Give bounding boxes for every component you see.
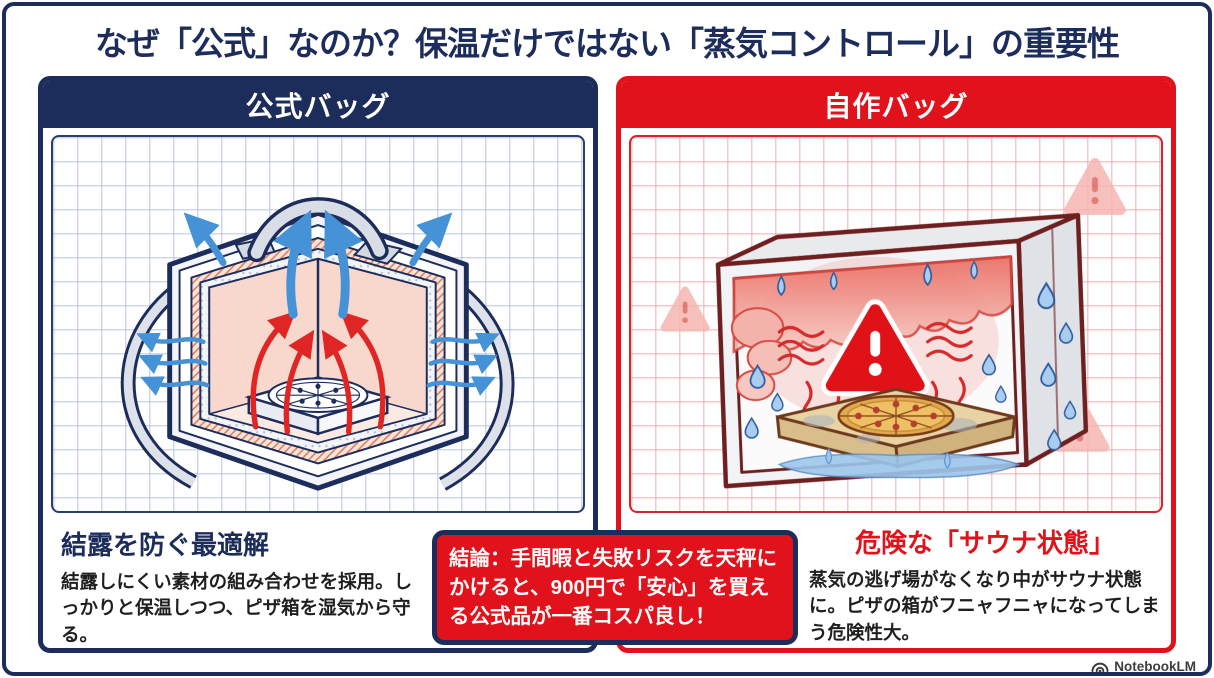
steam-arrow-icon <box>136 209 500 396</box>
official-bag-header-label: 公式バッグ <box>245 90 391 122</box>
official-bag-caption: 結露を防ぐ最適解 結露しにくい素材の組み合わせを採用。しっかりと保温しつつ、ピザ… <box>43 513 593 648</box>
official-bag-header: 公式バッグ <box>43 81 593 128</box>
diy-bag-panel: 自作バッグ <box>616 76 1176 653</box>
diy-bag-sauna-diagram <box>631 137 1161 489</box>
official-bag-cutaway-diagram <box>120 197 515 491</box>
warning-icon <box>820 299 930 397</box>
bag-strap <box>120 276 515 491</box>
pizza <box>267 377 369 413</box>
brand-label: NotebookLM <box>1114 659 1196 674</box>
notebooklm-attribution: NotebookLM <box>1090 659 1196 674</box>
bag-handle <box>234 197 403 265</box>
diy-caption-heading: 危険な「サウナ状態」 <box>854 528 1115 558</box>
diy-caption-body: 蒸気の逃げ場がなくなり中がサウナ状態に。ピザの箱がフニャフニャになってしまう危険… <box>809 569 1160 643</box>
diy-bag-header-label: 自作バッグ <box>823 90 969 122</box>
conclusion-box: 結論：手間暇と失敗リスクを天秤にかけると、900円で「安心」を買える公式品が一番… <box>432 530 798 646</box>
diy-bag-header: 自作バッグ <box>621 81 1171 128</box>
soggy-pizza <box>837 394 955 437</box>
diy-bag-illustration <box>629 135 1163 513</box>
bag-body <box>167 210 469 491</box>
diy-bag-caption: 危険な「サウナ状態」 蒸気の逃げ場がなくなり中がサウナ状態に。ピザの箱がフニャフ… <box>621 513 1171 648</box>
official-caption-body: 結露しにくい素材の組み合わせを採用。しっかりと保温しつつ、ピザ箱を湿気から守る。 <box>61 571 413 645</box>
heat-arrow-icon <box>250 311 386 435</box>
page-title: なぜ「公式」なのか？保温だけではない「蒸気コントロール」の重要性 <box>95 25 1120 62</box>
condensation-puddle <box>777 448 1021 479</box>
conclusion-text: 結論：手間暇と失敗リスクを天秤にかけると、900円で「安心」を買える公式品が一番… <box>449 547 777 629</box>
official-bag-illustration <box>51 135 585 513</box>
official-caption-heading: 結露を防ぐ最適解 <box>61 530 270 560</box>
notebooklm-icon <box>1091 662 1109 673</box>
